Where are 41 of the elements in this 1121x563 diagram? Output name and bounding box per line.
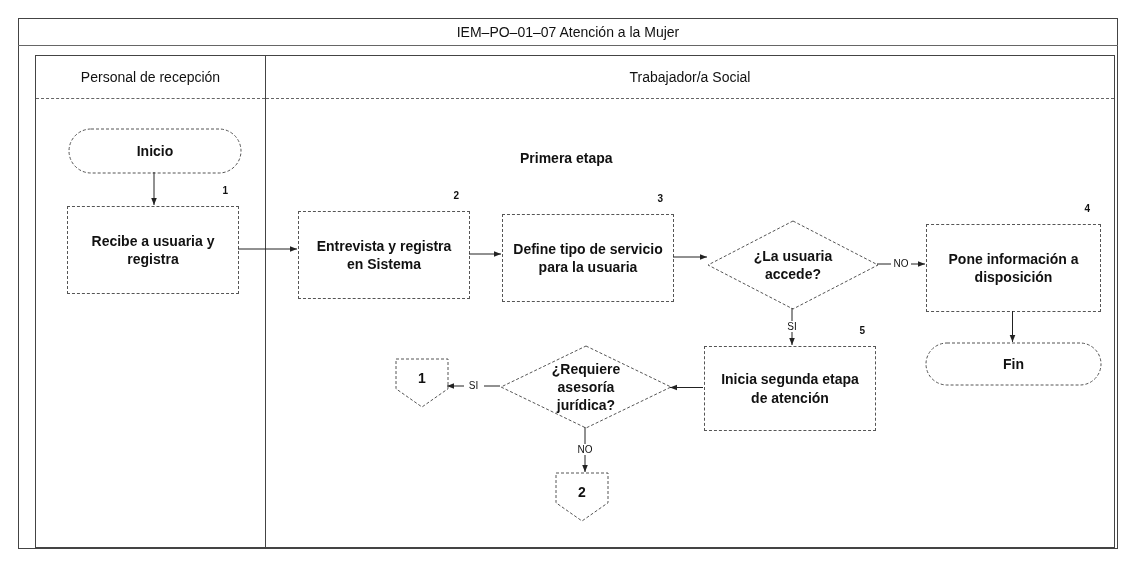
offpage-connector [396,359,448,407]
terminal-pill [69,129,241,173]
step-number: 5 [858,325,865,336]
offpage-connector [556,473,608,521]
step-text: ¿Requiere asesoría jurídica? [550,359,622,415]
process-box [704,346,876,431]
arrow [669,384,704,391]
step-text: Fin [1003,354,1024,374]
swimlane [35,55,266,548]
process-box [926,224,1101,312]
terminal-pill [926,343,1101,385]
phase-label: Primera etapa [520,150,613,166]
arrow [1009,310,1016,343]
lane-title: Personal de recepción [36,56,265,99]
step-text: Entrevista y registra en Sistema [315,236,453,274]
process-box [298,211,470,299]
swimlane [265,55,1115,548]
lane-title: Trabajador/a Social [266,56,1114,99]
connector-number: 1 [418,369,426,388]
step-text: Inicia segunda etapa de atención [720,370,860,407]
process-box [67,206,239,294]
diagram-title: IEM–PO–01–07 Atención a la Mujer [455,24,681,40]
step-text: Pone información a disposición [947,249,1080,287]
connector-number: 2 [578,483,586,502]
step-number: 3 [656,193,663,204]
process-box [502,214,674,302]
edge-label: NO [575,443,595,455]
arrow [237,246,298,252]
step-text: Inicio [136,141,174,161]
step-text: Define tipo de servicio para la usuaria [512,239,664,277]
decision-diamond [708,221,878,309]
step-text: ¿La usuaria accede? [752,246,834,284]
step-number: 2 [452,190,459,201]
arrow [468,251,502,257]
edge-label: SI [463,380,484,391]
decision-diamond [501,346,671,428]
step-text: Recibe a usuaria y registra [90,231,216,269]
edge-label: NO [891,258,911,269]
step-number: 1 [221,185,228,196]
step-number: 4 [1083,203,1090,214]
arrow [672,254,708,260]
